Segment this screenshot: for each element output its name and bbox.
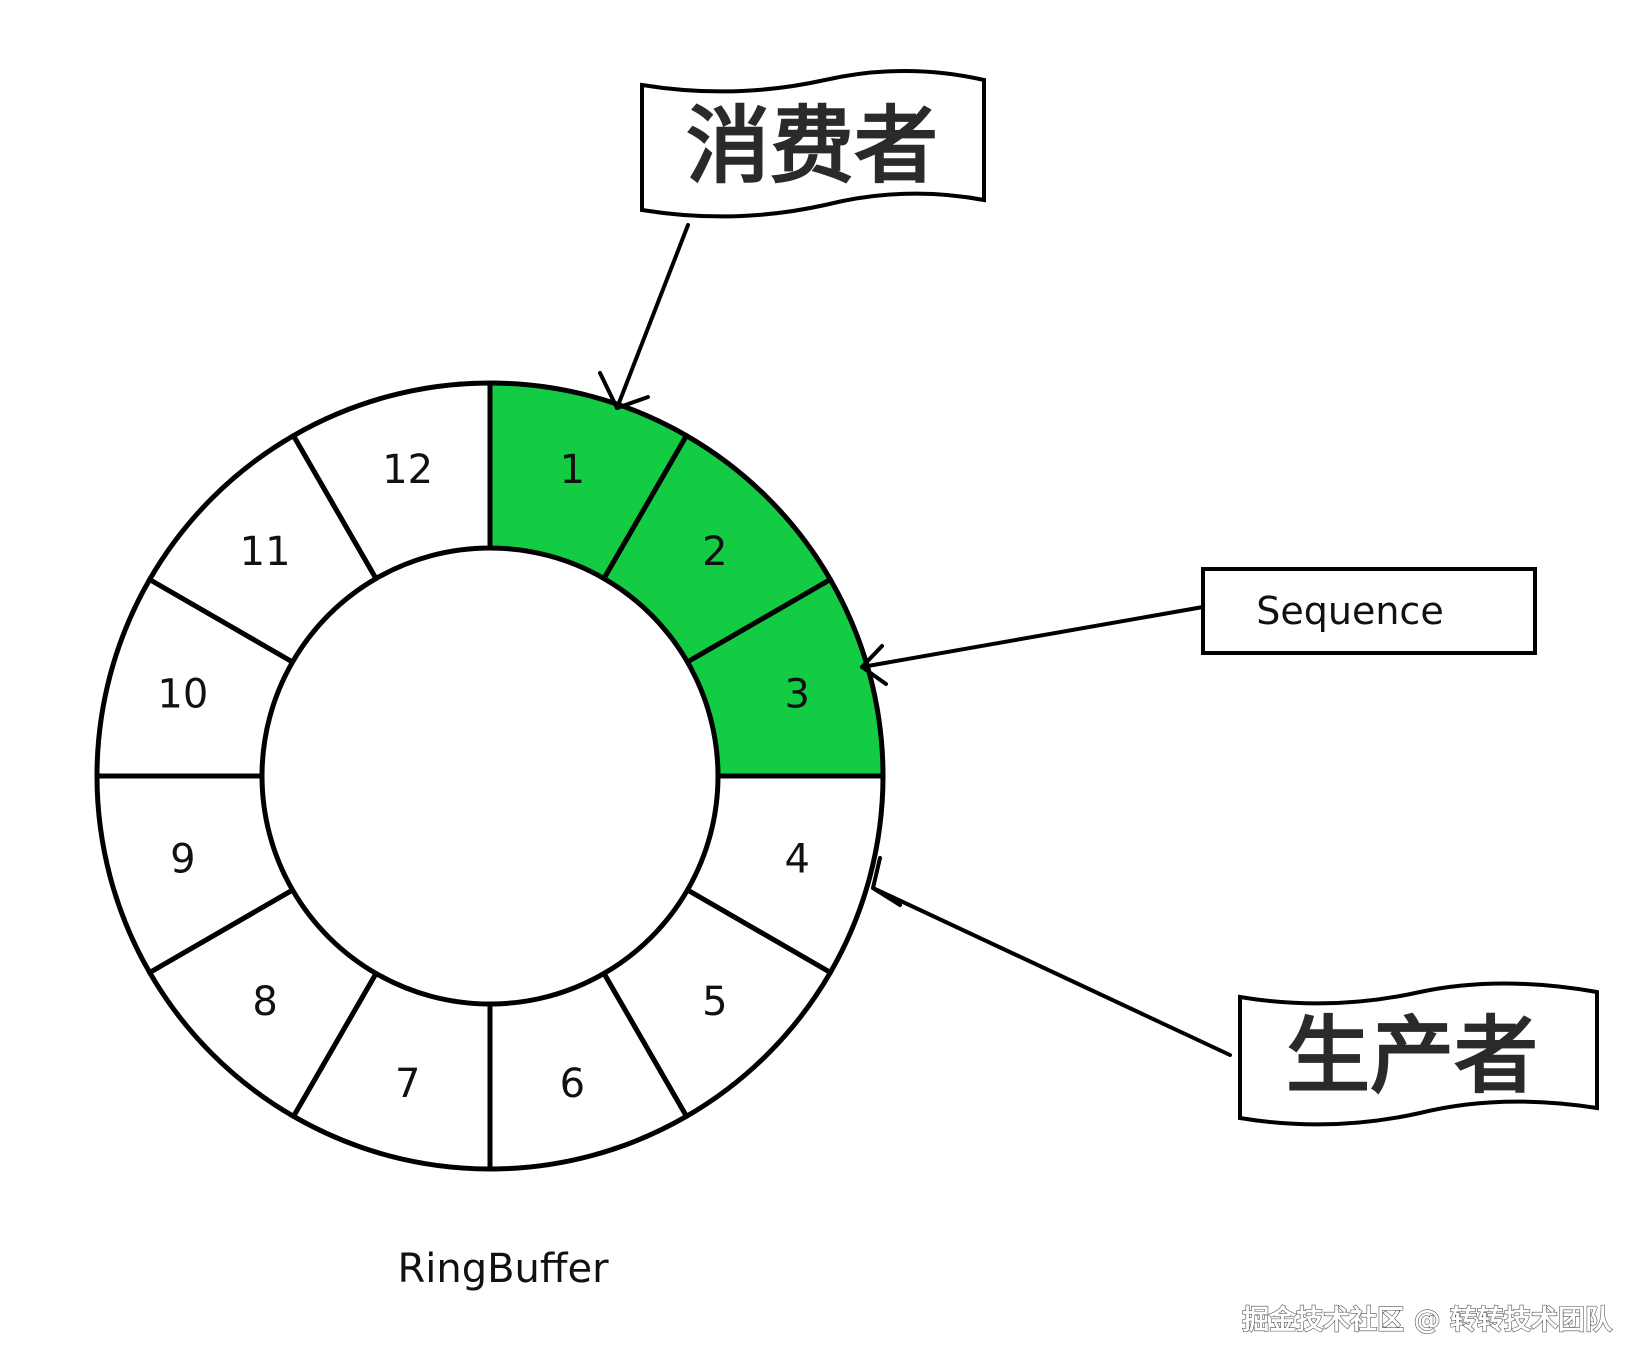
consumer-flag-shape [640, 69, 986, 219]
ringbuffer-caption: RingBuffer [397, 1246, 609, 1292]
sequence-arrow-head [860, 644, 888, 686]
producer-arrow-head [871, 856, 902, 907]
producer-flag: 生产者 [1238, 981, 1599, 1127]
watermark: 掘金技术社区 @ 转转技术团队 [1242, 1304, 1613, 1336]
ring-slot-label-10: 10 [157, 672, 208, 718]
sequence-arrow-line [860, 605, 1205, 669]
ring-slot-label-5: 5 [702, 979, 727, 1025]
ring-slot-label-1: 1 [560, 447, 585, 493]
ring-slot-label-3: 3 [784, 672, 809, 718]
sequence-box: Sequence [1201, 567, 1537, 655]
producer-label: 生产者 [1286, 1007, 1538, 1105]
sequence-label: Sequence [1256, 589, 1443, 633]
ring-slot-label-9: 9 [170, 836, 195, 882]
consumer-flag: 消费者 [640, 69, 986, 219]
producer-arrow-line [871, 886, 1232, 1057]
ring-slot-label-4: 4 [784, 836, 809, 882]
ring-slot-label-2: 2 [702, 529, 727, 575]
producer-arrow [871, 856, 1232, 1057]
sequence-arrow [860, 605, 1205, 686]
ring-slot-12 [291, 380, 493, 582]
consumer-arrow-head [598, 371, 650, 410]
consumer-arrow-line [615, 223, 690, 410]
sequence-box-frame [1201, 567, 1537, 655]
ring-slot-label-12: 12 [382, 447, 433, 493]
ring-slot-label-6: 6 [560, 1061, 585, 1107]
ring-slot-label-11: 11 [240, 529, 291, 575]
ring-slot-label-8: 8 [252, 979, 277, 1025]
consumer-label: 消费者 [686, 97, 938, 195]
producer-flag-shape [1238, 981, 1599, 1127]
consumer-arrow [598, 223, 690, 410]
ring-slot-label-7: 7 [395, 1061, 420, 1107]
